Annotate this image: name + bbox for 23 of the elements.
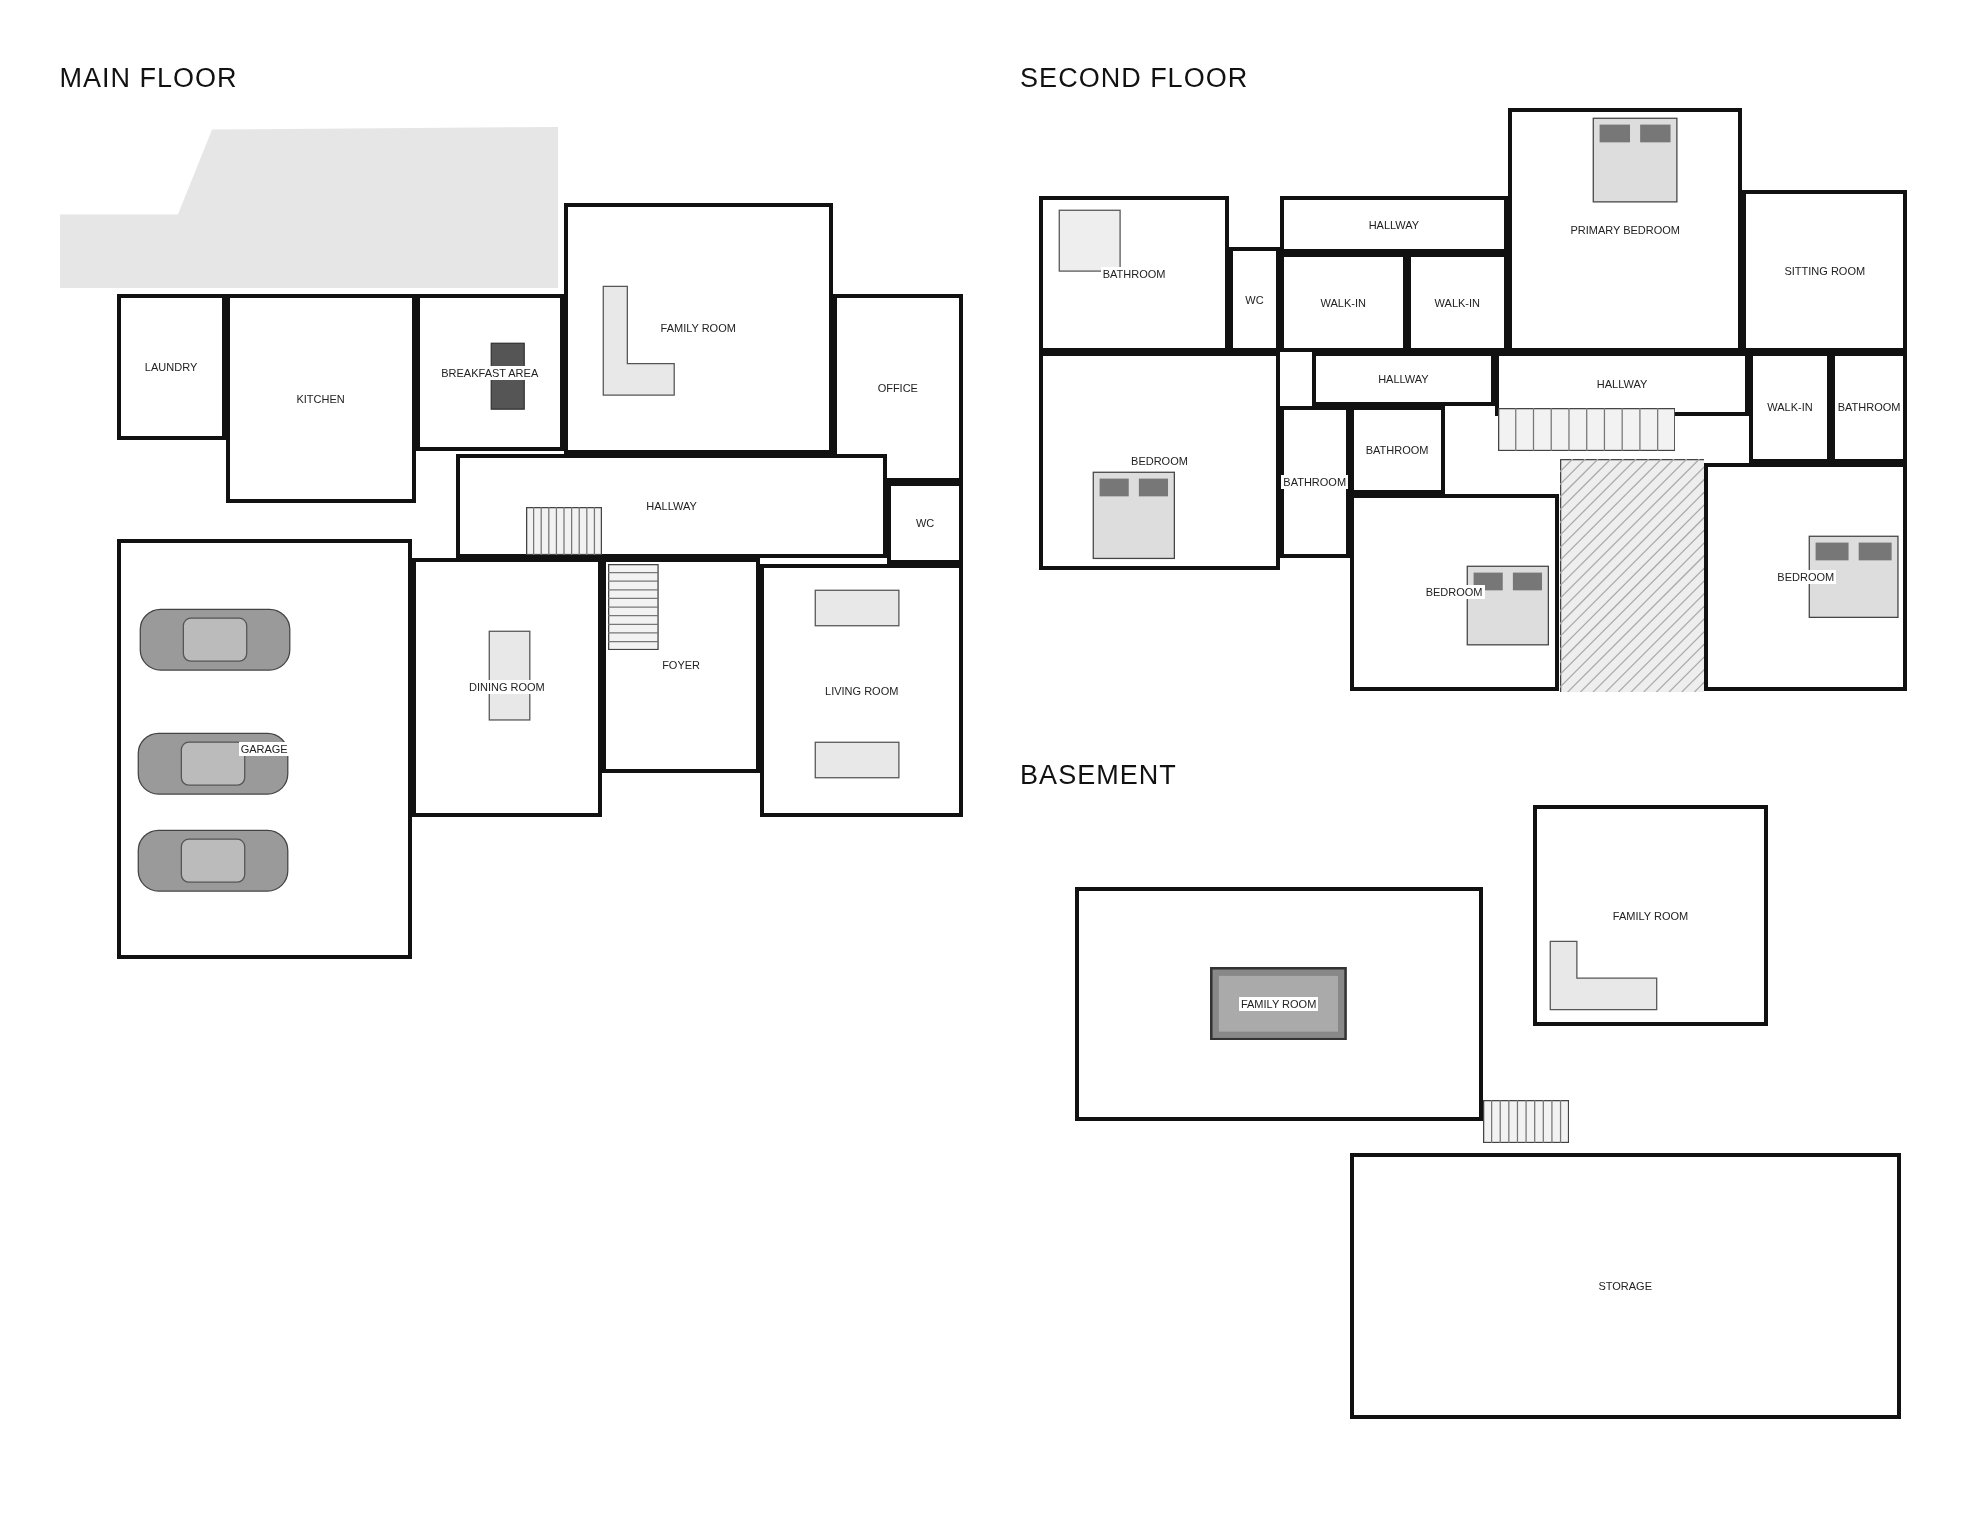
room-outline bbox=[1742, 190, 1908, 353]
room-outline bbox=[1349, 405, 1445, 495]
room-outline bbox=[415, 294, 564, 452]
room-label: BREAKFAST AREA bbox=[439, 365, 541, 380]
room-label: FAMILY ROOM bbox=[1238, 997, 1319, 1012]
room-outline bbox=[1074, 887, 1483, 1122]
room-outline bbox=[1533, 804, 1768, 1027]
floor-heading: MAIN FLOOR bbox=[59, 63, 238, 95]
room-label: BATHROOM bbox=[1281, 474, 1349, 489]
room-outline bbox=[1279, 405, 1350, 558]
room-label: PRIMARY BEDROOM bbox=[1568, 223, 1682, 237]
room-label: BEDROOM bbox=[1423, 585, 1485, 600]
room-label: DINING ROOM bbox=[466, 680, 547, 695]
room-outline bbox=[1279, 196, 1508, 254]
room-label: BEDROOM bbox=[1775, 569, 1837, 584]
floor-heading: BASEMENT bbox=[1020, 760, 1177, 792]
room-outline bbox=[225, 294, 416, 504]
room-outline bbox=[411, 557, 602, 818]
room-outline bbox=[116, 294, 226, 440]
room-outline bbox=[832, 294, 964, 482]
patio-area bbox=[59, 126, 558, 288]
room-outline bbox=[1349, 1153, 1901, 1420]
floor-heading: SECOND FLOOR bbox=[1020, 63, 1249, 95]
